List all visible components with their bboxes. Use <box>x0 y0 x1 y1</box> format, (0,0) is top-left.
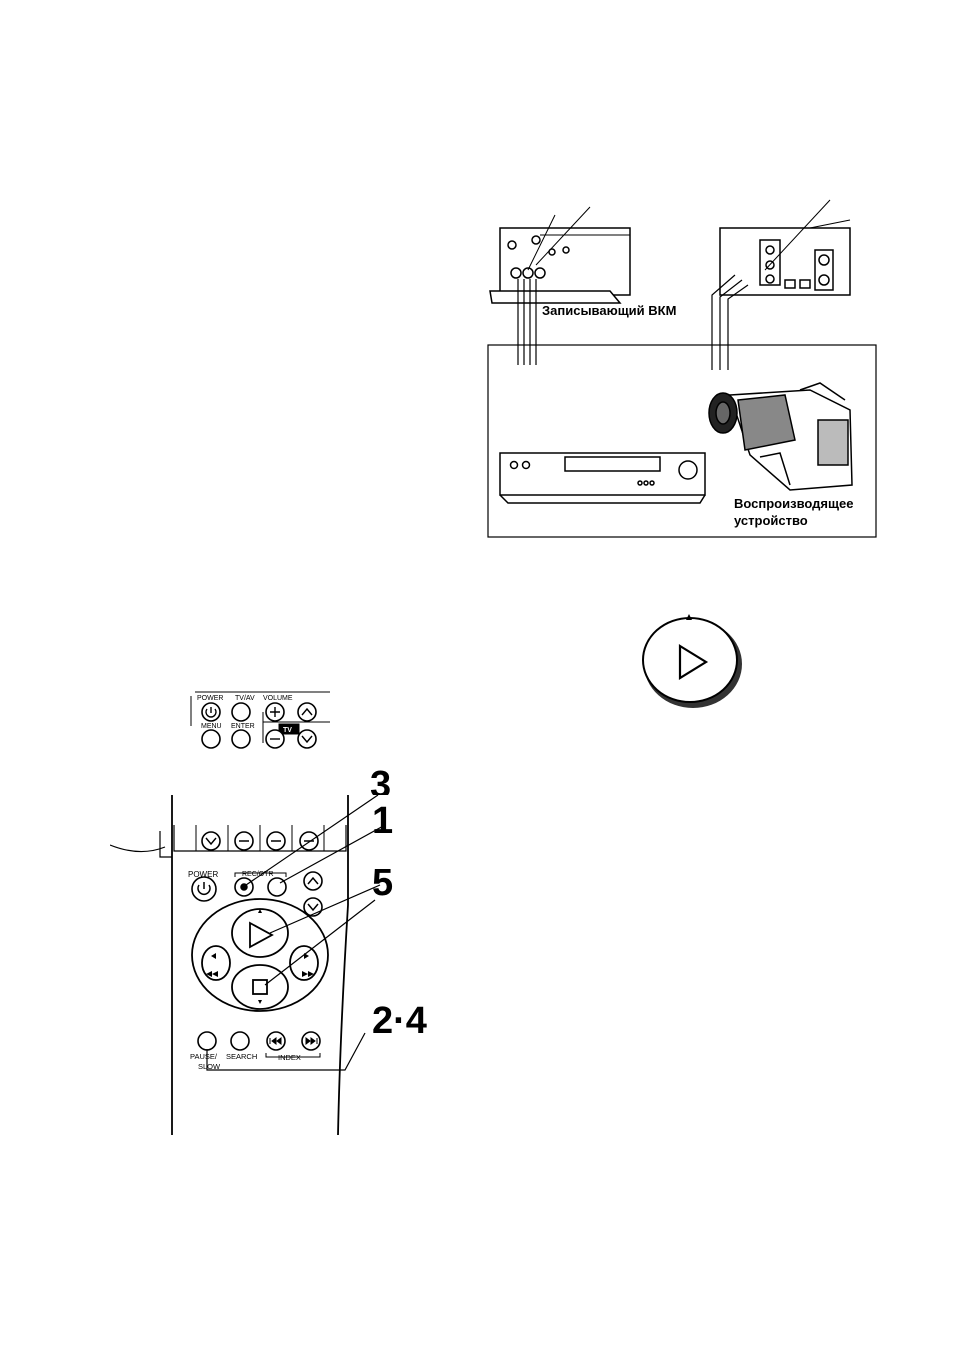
step-callout-play: 1 <box>372 800 393 843</box>
front-tvav-button[interactable] <box>232 703 250 721</box>
remote-channel-up-button[interactable] <box>304 872 322 890</box>
remote-channel-down-button[interactable] <box>202 832 220 850</box>
front-channel-down-button[interactable] <box>298 730 316 748</box>
remote-pause-label-line1: PAUSE/ <box>190 1052 218 1061</box>
recording-vcr-front-illustration <box>490 207 630 365</box>
step-callout-stop: 5 <box>372 862 393 905</box>
front-channel-up-button[interactable] <box>298 703 316 721</box>
front-power-label: POWER <box>197 695 223 702</box>
front-tvav-label: TV/AV <box>235 695 255 702</box>
front-tv-badge: TV <box>283 727 292 734</box>
front-enter-label: ENTER <box>231 723 255 730</box>
playback-device-label-line2: устройство <box>734 513 808 528</box>
remote-power-label: POWER <box>188 870 218 879</box>
remote-play-button[interactable] <box>232 909 288 957</box>
playback-vcr-illustration <box>500 453 705 503</box>
vcr-front-panel: POWER TV/AV VOLUME MENU ENTER TV <box>185 688 330 750</box>
front-menu-label: MENU <box>201 723 222 730</box>
connection-diagram: Записывающий ВКМ Воспроизводящее устройс… <box>480 195 880 545</box>
remote-search-label: SEARCH <box>226 1052 257 1061</box>
front-volume-label: VOLUME <box>263 695 293 702</box>
playback-device-label-line1: Воспроизводящее <box>734 496 853 511</box>
up-arrow-icon <box>686 614 692 620</box>
connection-diagram-art: Записывающий ВКМ Воспроизводящее устройс… <box>480 195 880 545</box>
step-callout-pause: 2·4 <box>372 1000 427 1043</box>
front-enter-button[interactable] <box>232 730 250 748</box>
play-button-illustration <box>638 610 748 710</box>
camcorder-illustration <box>709 383 852 490</box>
step-callout-top: 3 <box>370 755 391 795</box>
remote-index-label: INDEX <box>278 1053 301 1062</box>
remote-pause-slow-button[interactable] <box>198 1032 216 1050</box>
front-menu-button[interactable] <box>202 730 220 748</box>
remote-search-button[interactable] <box>231 1032 249 1050</box>
recording-vcr-label: Записывающий ВКМ <box>542 303 676 318</box>
